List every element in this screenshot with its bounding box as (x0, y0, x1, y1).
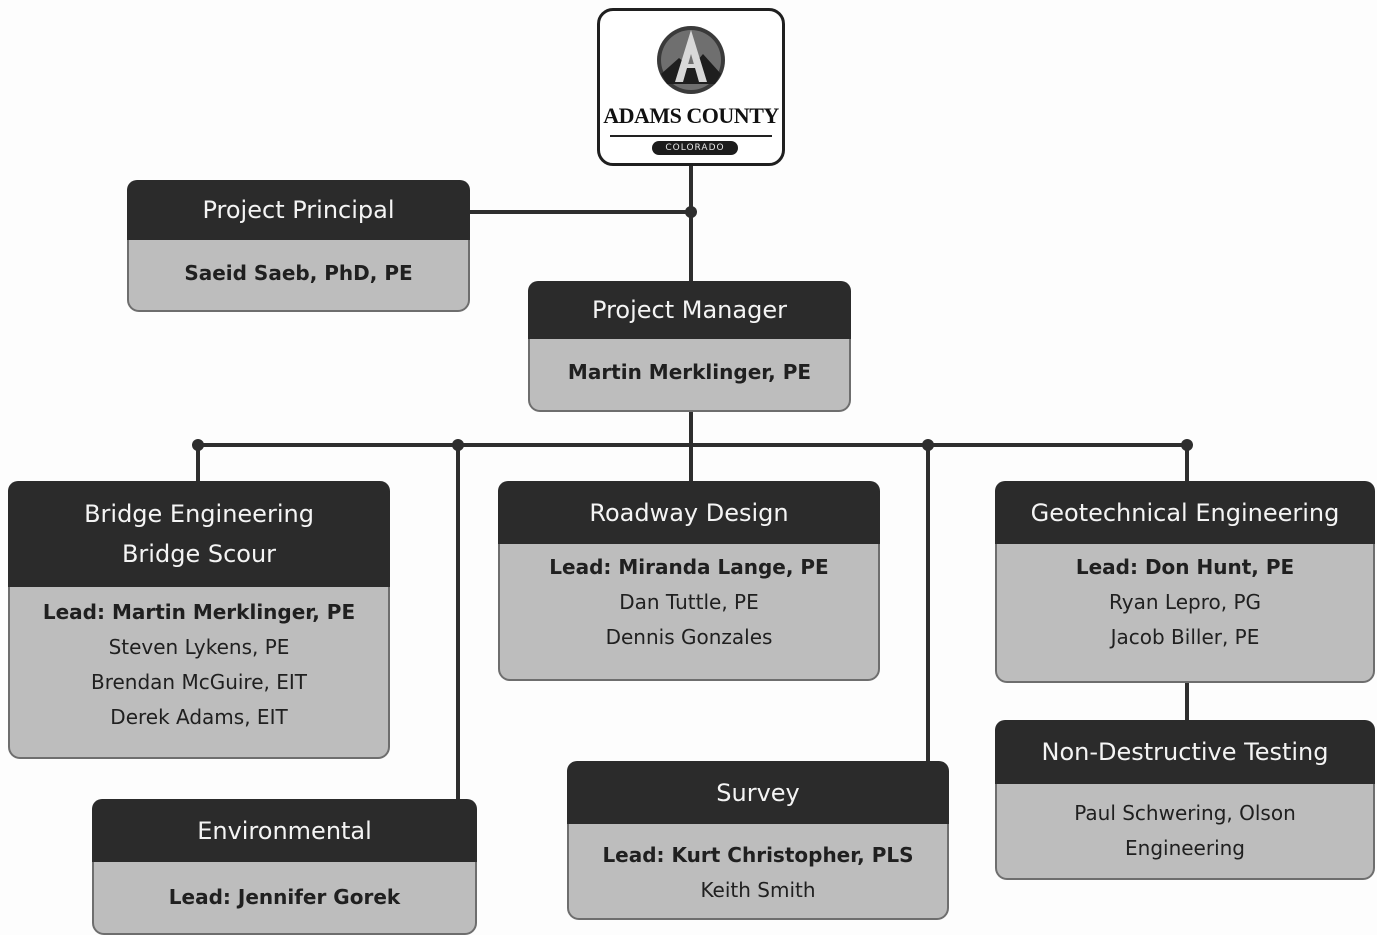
team-member: Brendan McGuire, EIT (90, 670, 307, 694)
ndt-box: Non-Destructive Testing Paul Schwering, … (995, 720, 1375, 880)
project-principal-title: Project Principal (127, 180, 470, 240)
bridge-engineering-body: Lead: Martin Merklinger, PE Steven Lyken… (8, 587, 390, 759)
survey-body: Lead: Kurt Christopher, PLS Keith Smith (567, 824, 949, 920)
junction-dot (922, 439, 934, 451)
manager-name: Martin Merklinger, PE (567, 360, 812, 384)
bridge-engineering-box: Bridge Engineering Bridge Scour Lead: Ma… (8, 481, 390, 759)
logo-rule (610, 135, 772, 137)
county-emblem-icon (657, 26, 725, 94)
ndt-body: Paul Schwering, Olson Engineering (995, 784, 1375, 880)
junction-dot (685, 206, 697, 218)
team-member: Steven Lykens, PE (108, 635, 290, 659)
survey-box: Survey Lead: Kurt Christopher, PLS Keith… (567, 761, 949, 920)
team-member: Dennis Gonzales (605, 625, 773, 649)
project-principal-box: Project Principal Saeid Saeb, PhD, PE (127, 180, 470, 312)
roadway-design-title: Roadway Design (498, 481, 880, 544)
bridge-title-line1: Bridge Engineering (84, 500, 314, 528)
geotechnical-engineering-box: Geotechnical Engineering Lead: Don Hunt,… (995, 481, 1375, 683)
ndt-line1: Paul Schwering, Olson (1074, 801, 1296, 825)
team-member: Dan Tuttle, PE (619, 590, 759, 614)
roadway-design-body: Lead: Miranda Lange, PE Dan Tuttle, PE D… (498, 544, 880, 681)
adams-county-logo: ADAMS COUNTY COLORADO (597, 8, 785, 166)
junction-dot (192, 439, 204, 451)
geotechnical-engineering-title: Geotechnical Engineering (995, 481, 1375, 544)
bridge-lead: Lead: Martin Merklinger, PE (42, 600, 356, 624)
geotechnical-engineering-body: Lead: Don Hunt, PE Ryan Lepro, PG Jacob … (995, 544, 1375, 683)
environmental-box: Environmental Lead: Jennifer Gorek (92, 799, 477, 935)
team-member: Keith Smith (700, 878, 816, 902)
survey-lead: Lead: Kurt Christopher, PLS (602, 843, 914, 867)
ndt-line2: Engineering (1125, 836, 1245, 860)
survey-title: Survey (567, 761, 949, 824)
roadway-design-box: Roadway Design Lead: Miranda Lange, PE D… (498, 481, 880, 681)
logo-name: ADAMS COUNTY (603, 103, 779, 128)
project-manager-box: Project Manager Martin Merklinger, PE (528, 281, 851, 412)
geotech-lead: Lead: Don Hunt, PE (1075, 555, 1295, 579)
team-member: Ryan Lepro, PG (1108, 590, 1261, 614)
roadway-lead: Lead: Miranda Lange, PE (549, 555, 829, 579)
environmental-body: Lead: Jennifer Gorek (92, 862, 477, 935)
junction-dot (452, 439, 464, 451)
project-manager-body: Martin Merklinger, PE (528, 339, 851, 412)
junction-dot (1181, 439, 1193, 451)
ndt-title: Non-Destructive Testing (995, 720, 1375, 784)
logo-state: COLORADO (652, 141, 738, 155)
bridge-title-line2: Bridge Scour (121, 540, 277, 568)
bridge-engineering-title: Bridge Engineering Bridge Scour (8, 481, 390, 587)
environmental-lead: Lead: Jennifer Gorek (168, 885, 401, 909)
project-manager-title: Project Manager (528, 281, 851, 339)
team-member: Jacob Biller, PE (1110, 625, 1260, 649)
team-member: Derek Adams, EIT (110, 705, 288, 729)
principal-name: Saeid Saeb, PhD, PE (184, 261, 413, 285)
environmental-title: Environmental (92, 799, 477, 862)
project-principal-body: Saeid Saeb, PhD, PE (127, 240, 470, 312)
